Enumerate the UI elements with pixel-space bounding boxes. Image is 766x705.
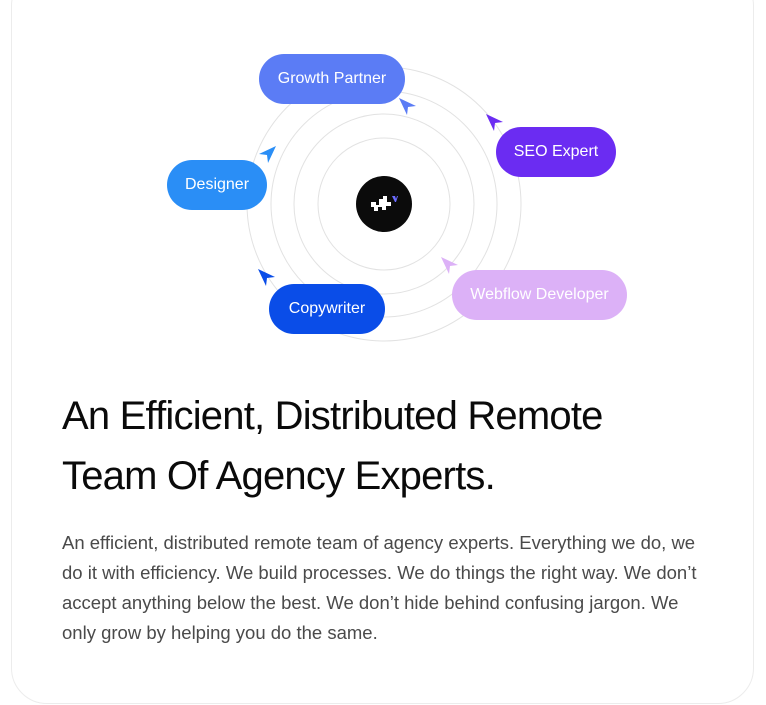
orbit-ring-2	[293, 113, 475, 295]
brand-logo-icon	[371, 196, 398, 211]
brand-logo	[356, 176, 412, 232]
role-label-seo-expert: SEO Expert	[513, 143, 599, 160]
cursor-arrow-growth-icon	[399, 98, 416, 115]
role-pill-designer: Designer	[167, 160, 267, 210]
section-headline: An Efficient, Distributed Remote Team Of…	[62, 394, 603, 498]
role-pill-seo-expert: SEO Expert	[496, 127, 616, 177]
orbit-ring-1	[317, 137, 451, 271]
cursor-arrow-copywriter-icon	[258, 269, 275, 286]
role-pill-growth-partner: Growth Partner	[259, 54, 405, 104]
cursor-arrow-designer-icon	[259, 146, 276, 163]
section-body-text: An efficient, distributed remote team of…	[62, 532, 697, 643]
role-label-webflow-developer: Webflow Developer	[470, 286, 609, 303]
feature-card	[11, 0, 754, 704]
cursor-arrow-seo-icon	[486, 114, 503, 131]
cursor-arrow-webflow-icon	[441, 257, 458, 274]
team-orbit-illustration: Growth Partner SEO Expert Designer Copyw…	[167, 54, 627, 342]
role-label-designer: Designer	[184, 176, 250, 193]
role-label-growth-partner: Growth Partner	[277, 70, 387, 87]
role-pill-copywriter: Copywriter	[269, 284, 385, 334]
role-label-copywriter: Copywriter	[288, 300, 366, 317]
role-pill-webflow-developer: Webflow Developer	[452, 270, 627, 320]
